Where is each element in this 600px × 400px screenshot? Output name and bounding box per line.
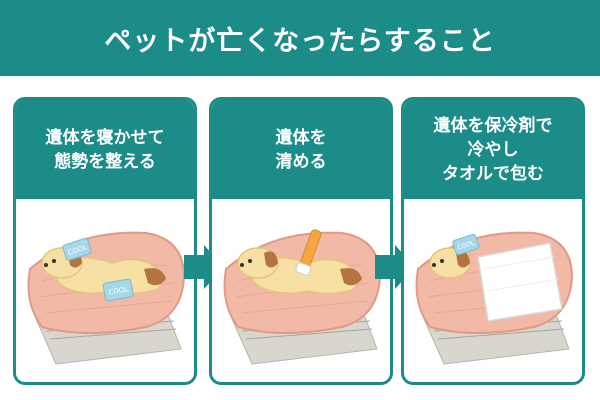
page-title: ペットが亡くなったらすること xyxy=(104,25,496,57)
step-card-2: 遺体を 清める xyxy=(209,97,393,385)
step-1-title: 遺体を寝かせて 態勢を整える xyxy=(45,127,165,172)
dog-being-cleaned-icon xyxy=(223,229,382,365)
step-3-illustration: COOL xyxy=(404,199,582,382)
step-card-header: 遺体を保冷剤で 冷やし タオルで包む xyxy=(404,100,582,199)
dog-wrapped-in-towel-icon: COOL xyxy=(415,231,574,365)
step-card-header: 遺体を寝かせて 態勢を整える xyxy=(16,100,194,199)
step-2-illustration xyxy=(212,199,390,382)
step-3-title: 遺体を保冷剤で 冷やし タオルで包む xyxy=(433,115,553,184)
step-2-title: 遺体を 清める xyxy=(275,127,327,172)
step-card-3: 遺体を保冷剤で 冷やし タオルで包む COOL xyxy=(401,97,585,385)
cool-pack-label: COOL xyxy=(108,285,129,296)
step-card-header: 遺体を 清める xyxy=(212,100,390,199)
step-1-illustration: COOL COOL xyxy=(16,199,194,382)
step-card-1: 遺体を寝かせて 態勢を整える COOL COOL xyxy=(13,97,197,385)
header-banner: ペットが亡くなったらすること xyxy=(0,0,600,76)
dog-on-towel-with-cool-packs-icon: COOL COOL xyxy=(27,231,186,365)
